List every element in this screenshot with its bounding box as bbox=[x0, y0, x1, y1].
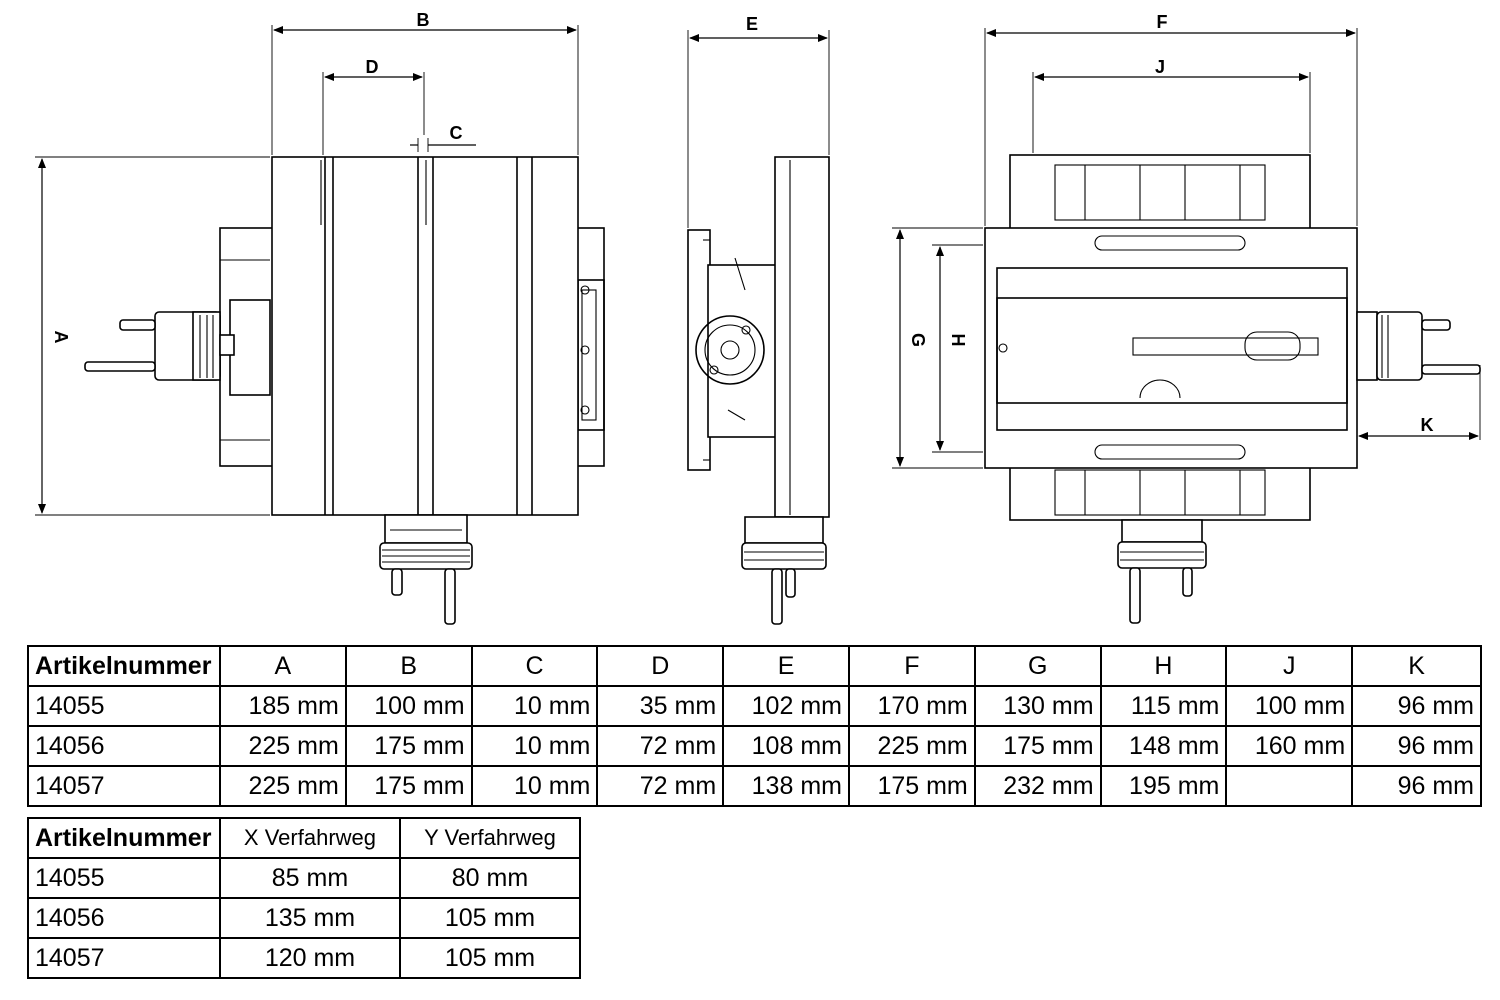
table-cell: 100 mm bbox=[344, 685, 473, 727]
table-cell: 130 mm bbox=[973, 685, 1102, 727]
table-cell: 100 mm bbox=[1225, 685, 1354, 727]
label-j: J bbox=[1155, 57, 1165, 77]
dimensions-table: Artikelnummer A B C D E F G H J K 14055 … bbox=[27, 645, 1482, 807]
table-cell: 175 mm bbox=[344, 725, 473, 767]
front-view: B D C A bbox=[35, 10, 605, 625]
label-a: A bbox=[51, 331, 71, 344]
table-cell: 170 mm bbox=[847, 685, 976, 727]
travel-table: Artikelnummer X Verfahrweg Y Verfahrweg … bbox=[27, 817, 582, 979]
label-b: B bbox=[417, 10, 430, 30]
table-cell: 120 mm bbox=[218, 937, 401, 979]
table-cell: 175 mm bbox=[847, 765, 976, 807]
column-header: E bbox=[722, 645, 850, 687]
table-cell: 10 mm bbox=[470, 765, 599, 807]
table-cell: 175 mm bbox=[344, 765, 473, 807]
table-cell: 225 mm bbox=[847, 725, 976, 767]
table-cell: 105 mm bbox=[398, 897, 582, 939]
top-handwheel-y bbox=[1117, 519, 1207, 624]
column-header: H bbox=[1099, 645, 1228, 687]
technical-drawing: B D C A bbox=[35, 10, 1481, 625]
table-row: 14057 225 mm 175 mm 10 mm 72 mm 138 mm 1… bbox=[27, 765, 1482, 807]
side-view: E bbox=[687, 14, 830, 625]
table-cell: 135 mm bbox=[218, 897, 401, 939]
label-g: G bbox=[908, 333, 928, 347]
table-cell: 225 mm bbox=[218, 725, 347, 767]
table-cell: 85 mm bbox=[218, 857, 401, 899]
table-row: 14056 225 mm 175 mm 10 mm 72 mm 108 mm 2… bbox=[27, 725, 1482, 767]
column-header: K bbox=[1351, 645, 1482, 687]
table-cell: 14056 bbox=[27, 897, 221, 939]
column-header: F bbox=[847, 645, 976, 687]
side-handwheel bbox=[695, 257, 765, 421]
column-header: B bbox=[344, 645, 473, 687]
table-cell: 10 mm bbox=[470, 685, 599, 727]
table-cell: 102 mm bbox=[722, 685, 850, 727]
table-cell: 96 mm bbox=[1351, 685, 1482, 727]
label-e: E bbox=[746, 14, 758, 34]
table-cell: 160 mm bbox=[1225, 725, 1354, 767]
table-row: 14055 185 mm 100 mm 10 mm 35 mm 102 mm 1… bbox=[27, 685, 1482, 727]
top-view: F J G H K bbox=[892, 12, 1481, 624]
label-k: K bbox=[1421, 415, 1434, 435]
table-cell: 96 mm bbox=[1351, 765, 1482, 807]
column-header: Artikelnummer bbox=[27, 645, 221, 687]
handwheel-y bbox=[379, 514, 473, 625]
table-cell: 225 mm bbox=[218, 765, 347, 807]
handwheel-x bbox=[84, 311, 235, 381]
table-cell: 232 mm bbox=[973, 765, 1102, 807]
column-header: C bbox=[470, 645, 599, 687]
column-header: D bbox=[596, 645, 725, 687]
table-row: 14055 85 mm 80 mm bbox=[27, 857, 582, 899]
table-cell bbox=[1225, 765, 1354, 807]
label-d: D bbox=[366, 57, 379, 77]
table-row: 14057 120 mm 105 mm bbox=[27, 937, 582, 979]
table-cell: 14057 bbox=[27, 765, 221, 807]
column-header: G bbox=[973, 645, 1102, 687]
table-cell: 175 mm bbox=[973, 725, 1102, 767]
label-c: C bbox=[450, 123, 463, 143]
top-handwheel-x bbox=[1356, 311, 1481, 381]
column-header: J bbox=[1225, 645, 1354, 687]
column-header: A bbox=[218, 645, 347, 687]
table-header-row: Artikelnummer X Verfahrweg Y Verfahrweg bbox=[27, 817, 582, 859]
table-cell: 35 mm bbox=[596, 685, 725, 727]
table-cell: 185 mm bbox=[218, 685, 347, 727]
column-header: X Verfahrweg bbox=[218, 817, 401, 859]
table-cell: 148 mm bbox=[1099, 725, 1228, 767]
table-cell: 96 mm bbox=[1351, 725, 1482, 767]
table-cell: 14057 bbox=[27, 937, 221, 979]
table-cell: 10 mm bbox=[470, 725, 599, 767]
table-cell: 105 mm bbox=[398, 937, 582, 979]
table-cell: 14055 bbox=[27, 857, 221, 899]
table-header-row: Artikelnummer A B C D E F G H J K bbox=[27, 645, 1482, 687]
table-row: 14056 135 mm 105 mm bbox=[27, 897, 582, 939]
table-cell: 195 mm bbox=[1099, 765, 1228, 807]
table-cell: 115 mm bbox=[1099, 685, 1228, 727]
table-cell: 108 mm bbox=[722, 725, 850, 767]
table-cell: 14055 bbox=[27, 685, 221, 727]
table-cell: 72 mm bbox=[596, 725, 725, 767]
label-f: F bbox=[1157, 12, 1168, 32]
table-cell: 14056 bbox=[27, 725, 221, 767]
label-h: H bbox=[948, 334, 968, 347]
table-cell: 72 mm bbox=[596, 765, 725, 807]
column-header: Artikelnummer bbox=[27, 817, 221, 859]
table-cell: 80 mm bbox=[398, 857, 582, 899]
column-header: Y Verfahrweg bbox=[398, 817, 582, 859]
table-cell: 138 mm bbox=[722, 765, 850, 807]
